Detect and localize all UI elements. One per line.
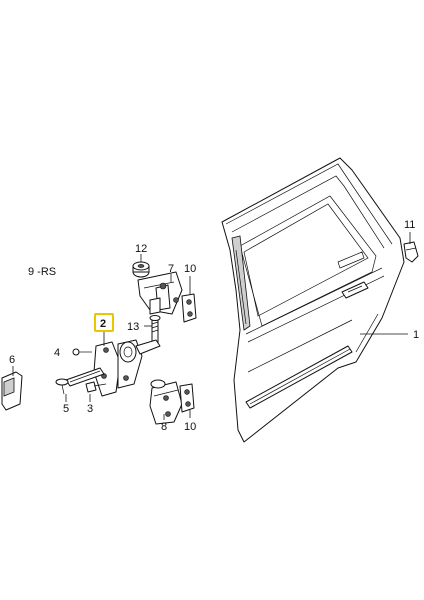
bolt-4[interactable] xyxy=(72,348,92,356)
rear-door[interactable] xyxy=(221,157,405,443)
callout-11[interactable]: 11 xyxy=(404,219,415,231)
leader-lines xyxy=(12,232,411,420)
callout-2-highlight xyxy=(94,313,114,332)
bush-12[interactable] xyxy=(132,261,150,278)
plate-10-lower[interactable] xyxy=(179,383,195,413)
bolt-3[interactable] xyxy=(85,381,107,393)
callout-7[interactable]: 7 xyxy=(168,263,174,275)
plate-10-upper[interactable] xyxy=(181,293,197,323)
callout-2[interactable]: 2 xyxy=(100,318,106,330)
clip-5[interactable] xyxy=(55,378,69,395)
variant-label: 9 -RS xyxy=(28,266,56,278)
callout-3[interactable]: 3 xyxy=(87,403,93,415)
callout-1[interactable]: 1 xyxy=(413,329,419,341)
callout-5[interactable]: 5 xyxy=(63,403,69,415)
callout-10-upper[interactable]: 10 xyxy=(184,263,196,275)
callout-10-lower[interactable]: 10 xyxy=(184,421,196,433)
callout-6[interactable]: 6 xyxy=(9,354,15,366)
callout-8[interactable]: 8 xyxy=(161,421,167,433)
hinge-2[interactable] xyxy=(65,339,161,397)
callout-4[interactable]: 4 xyxy=(54,347,60,359)
callout-13[interactable]: 13 xyxy=(127,321,139,333)
lower-hinge-8[interactable] xyxy=(149,379,183,425)
upper-hinge-7[interactable] xyxy=(137,271,183,315)
buffer-11[interactable] xyxy=(403,241,419,263)
trim-6[interactable] xyxy=(1,371,23,411)
callout-12[interactable]: 12 xyxy=(135,243,147,255)
bolt-13[interactable] xyxy=(149,315,161,345)
